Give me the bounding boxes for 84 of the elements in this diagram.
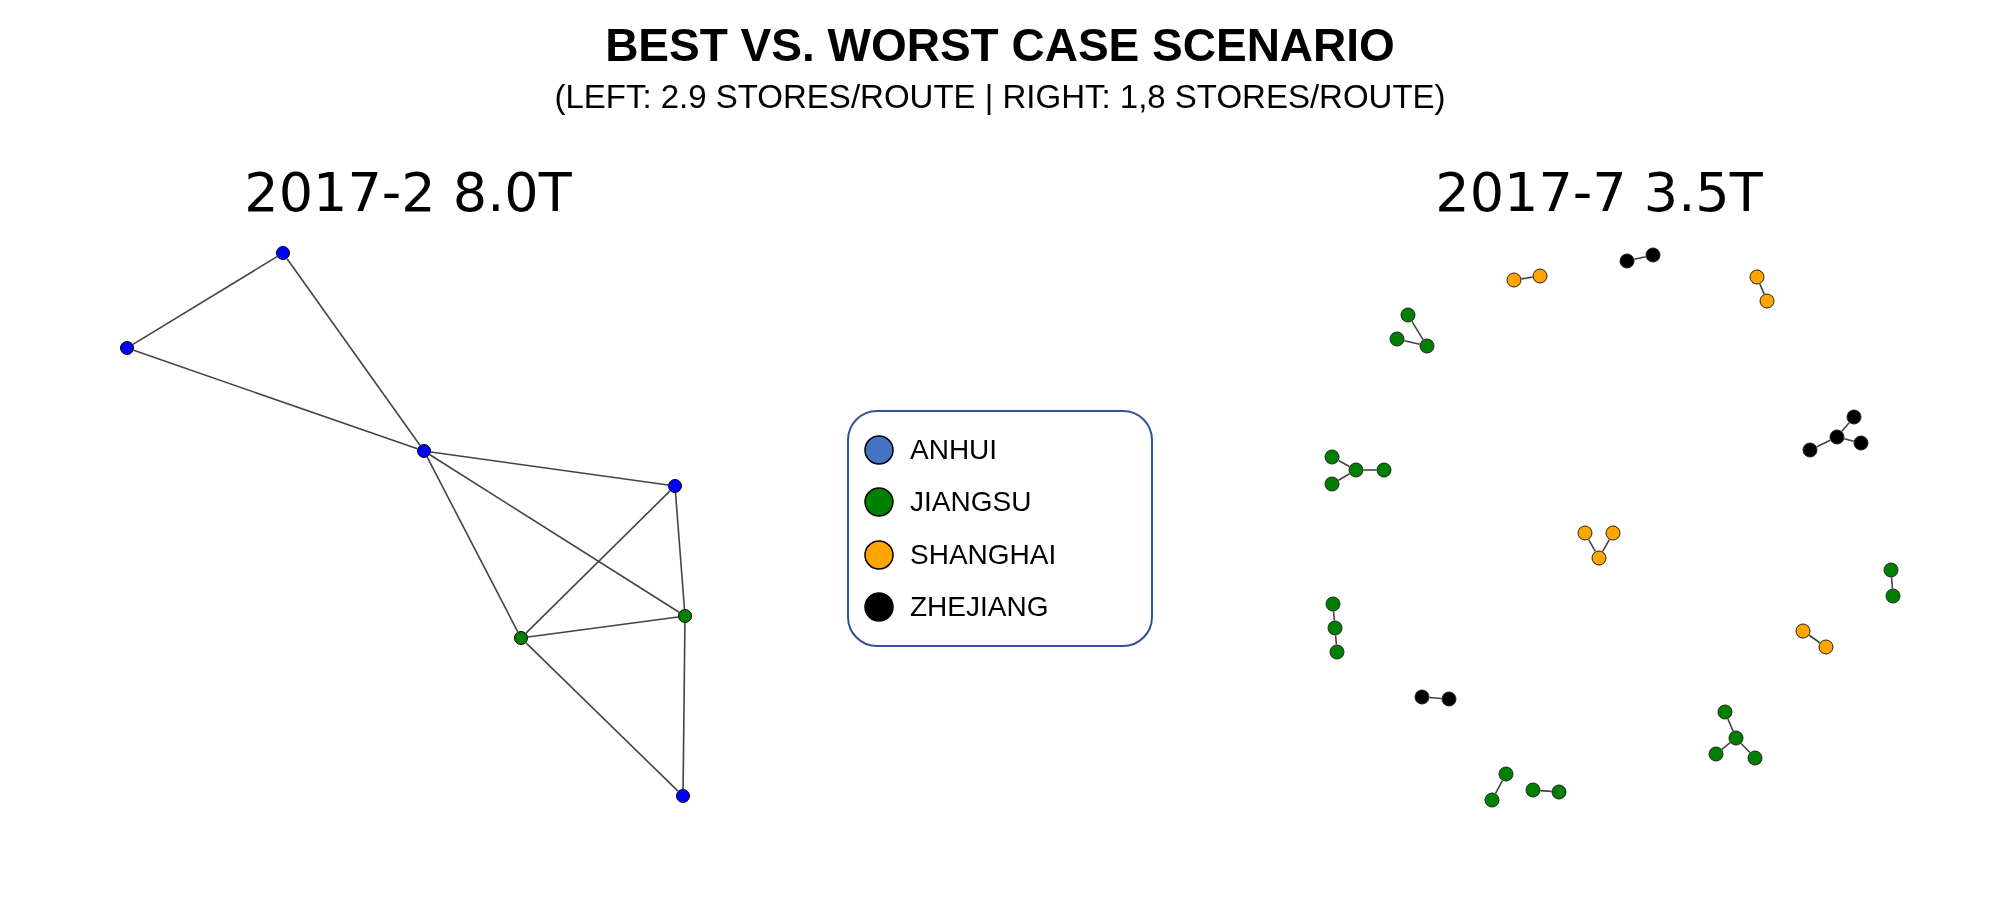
node-dot (514, 631, 528, 645)
edge-line (527, 616, 679, 638)
edge-line (1494, 779, 1504, 795)
edge-line (1841, 421, 1850, 433)
edge-line (286, 257, 421, 447)
legend-label: SHANGHAI (910, 540, 1057, 570)
node-dot (1645, 247, 1661, 263)
node-dot (1441, 691, 1457, 707)
node-dot (276, 246, 290, 260)
node-dot (1532, 268, 1548, 284)
edge-line (1428, 696, 1443, 700)
panel-title: 2017-7 3.5T (1435, 166, 1763, 220)
edge-line (1337, 472, 1351, 482)
edge-line (1890, 576, 1894, 590)
node-dot (1551, 784, 1567, 800)
edge-line (1587, 538, 1597, 553)
node-dot (1708, 746, 1724, 762)
node-dot (676, 789, 690, 803)
node-dot (1853, 435, 1869, 451)
subtitle: (LEFT: 2.9 STORES/ROUTE | RIGHT: 1,8 STORES/ROUTE) (554, 80, 1446, 113)
edge-line (682, 622, 686, 790)
node-dot (120, 341, 134, 355)
chart-title: BEST VS. WORST CASE SCENARIO (605, 22, 1395, 68)
edge-line (1843, 438, 1855, 442)
node-dot (417, 444, 431, 458)
edge-line (1633, 255, 1647, 261)
node-dot (1717, 704, 1733, 720)
node-dot (1846, 409, 1862, 425)
edge-line (1337, 459, 1351, 468)
node-dot (1414, 689, 1430, 705)
node-dot (1759, 293, 1775, 309)
edge-line (1808, 634, 1821, 644)
edge-line (1332, 610, 1336, 622)
node-dot (1747, 750, 1763, 766)
node-dot (1498, 766, 1514, 782)
node-dot (1419, 338, 1435, 354)
node-dot (1325, 596, 1341, 612)
node-dot (1818, 639, 1834, 655)
edge-line (1721, 741, 1731, 751)
node-dot (1327, 620, 1343, 636)
edge-line (1411, 320, 1424, 341)
node-dot (1591, 550, 1607, 566)
edge-line (1334, 634, 1338, 646)
edge-line (429, 453, 680, 614)
node-dot (1728, 730, 1744, 746)
node-dot (1605, 525, 1621, 541)
node-dot (1619, 253, 1635, 269)
node-dot (1348, 462, 1364, 478)
node-dot (668, 479, 682, 493)
node-dot (678, 609, 692, 623)
node-dot (1883, 562, 1899, 578)
node-dot (1324, 449, 1340, 465)
edge-line (426, 456, 519, 633)
edge-line (132, 255, 278, 346)
node-dot (1795, 623, 1811, 639)
node-dot (1324, 476, 1340, 492)
node-dot (1329, 644, 1345, 660)
node-dot (1749, 269, 1765, 285)
node-dot (1829, 429, 1845, 445)
edge-line (430, 451, 669, 486)
edge-line (525, 642, 679, 792)
node-dot (1577, 525, 1593, 541)
edge-line (1362, 469, 1378, 471)
edge-line (1539, 789, 1553, 793)
edge-line (1601, 538, 1611, 553)
node-dot (1376, 462, 1392, 478)
panel-title: 2017-2 8.0T (244, 166, 572, 220)
legend-label: JIANGSU (910, 487, 1032, 517)
node-dot (1389, 331, 1405, 347)
edge-line (674, 492, 686, 610)
node-dot (1525, 782, 1541, 798)
node-dot (1484, 792, 1500, 808)
node-dot (1506, 272, 1522, 288)
legend-label: ZHEJIANG (910, 592, 1049, 622)
edge-line (525, 490, 671, 634)
edge-line (1740, 742, 1751, 754)
node-dot (1400, 307, 1416, 323)
edge-line (1520, 276, 1534, 280)
legend-label: ANHUI (910, 435, 998, 465)
edge-line (1727, 718, 1734, 732)
edge-line (1403, 339, 1421, 346)
edge-line (132, 349, 419, 450)
node-dot (1802, 442, 1818, 458)
node-dot (1885, 588, 1901, 604)
